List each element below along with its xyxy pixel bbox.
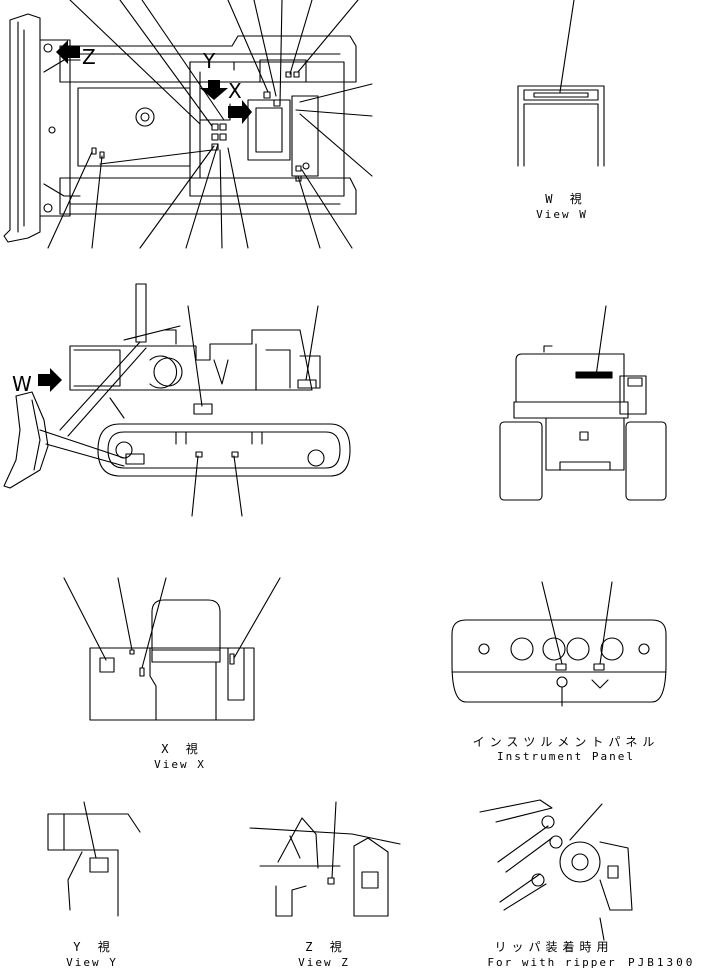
drawing-code: PJB1300 (628, 956, 696, 969)
view-z-caption-en: View Z (298, 956, 350, 969)
instrument-panel-caption-en: Instrument Panel (497, 750, 635, 763)
instrument-panel-drawing (451, 581, 667, 707)
rear-view (499, 305, 667, 501)
view-y-caption-en: View Y (66, 956, 118, 969)
ripper-caption-en: For with ripper (487, 956, 617, 969)
top-view: Z Y X (3, 0, 373, 249)
view-letter-y: Y (202, 49, 216, 73)
view-w-caption-en: View W (536, 208, 588, 221)
view-y-caption-jp: Y 視 (73, 940, 115, 954)
instrument-panel-caption-jp: インスツルメントパネル (472, 735, 660, 749)
view-x-caption-jp: X 視 (161, 742, 203, 756)
view-letter-z: Z (82, 45, 96, 69)
view-z-drawing (249, 801, 401, 917)
ripper-caption-jp: リッパ装着時用 (494, 940, 614, 954)
view-w-drawing (517, 0, 605, 167)
view-w-caption-jp: W 視 (545, 192, 587, 206)
view-y-drawing (47, 801, 141, 917)
view-letter-w: W (12, 372, 32, 396)
ripper-drawing (479, 799, 633, 941)
view-x-drawing (63, 577, 281, 721)
view-x-caption-en: View X (154, 758, 206, 771)
view-letter-x: X (228, 79, 242, 103)
side-view: W (3, 283, 351, 517)
view-z-caption-jp: Z 視 (305, 940, 347, 954)
